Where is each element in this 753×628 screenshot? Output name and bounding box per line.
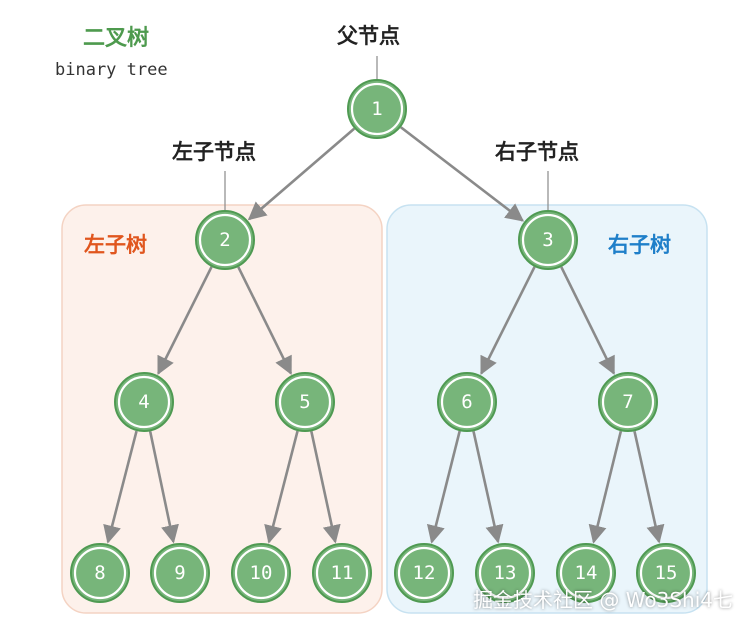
node-label: 1 [371,98,382,120]
node-label: 15 [655,562,678,584]
tree-node-15: 15 [636,543,696,603]
node-inner-ring [198,213,252,267]
right-subtree-region [386,204,708,614]
tree-node-4: 4 [114,372,174,432]
node-label: 4 [138,391,149,413]
node-circle [556,543,616,603]
tree-node-5: 5 [275,372,335,432]
edge-2-4 [157,266,213,376]
edge-1-3 [400,126,525,222]
node-circle [70,543,130,603]
node-label: 8 [94,562,105,584]
node-label: 10 [250,562,273,584]
node-inner-ring [559,546,613,600]
node-inner-ring [601,375,655,429]
node-inner-ring [639,546,693,600]
node-label: 5 [299,391,310,413]
tree-node-3: 3 [518,210,578,270]
edge-3-7 [560,266,615,375]
edge-1-2 [247,127,356,221]
node-label: 7 [622,391,633,413]
node-circle [394,543,454,603]
parent-node-label: 父节点 [337,24,400,48]
node-circle [636,543,696,603]
edge-4-9 [148,431,179,544]
tree-node-12: 12 [394,543,454,603]
edge-3-6 [480,266,536,376]
edge-7-14 [588,430,623,544]
watermark: 掘金技术社区 @ Wo3Shi4七 [473,588,733,612]
node-inner-ring [315,546,369,600]
node-label: 14 [575,562,598,584]
node-label: 12 [413,562,436,584]
edge-5-11 [310,431,341,544]
node-circle [114,372,174,432]
edge-7-15 [633,431,665,544]
edge-4-8 [103,430,138,544]
title-english: binary tree [55,60,168,80]
node-inner-ring [234,546,288,600]
left-subtree-region [61,204,383,614]
node-inner-ring [73,546,127,600]
left-subtree-label: 左子树 [84,233,147,257]
node-inner-ring [153,546,207,600]
edge-6-13 [472,431,504,544]
node-circle [347,79,407,139]
tree-node-8: 8 [70,543,130,603]
node-circle [598,372,658,432]
node-inner-ring [350,82,404,136]
tree-node-10: 10 [231,543,291,603]
node-circle [437,372,497,432]
tree-node-14: 14 [556,543,616,603]
node-circle [475,543,535,603]
tree-node-7: 7 [598,372,658,432]
node-label: 9 [174,562,185,584]
tree-node-11: 11 [312,543,372,603]
tree-node-13: 13 [475,543,535,603]
edge-6-12 [426,430,461,544]
node-label: 13 [494,562,517,584]
node-circle [231,543,291,603]
node-inner-ring [397,546,451,600]
tree-node-2: 2 [195,210,255,270]
node-circle [518,210,578,270]
right-child-label: 右子节点 [495,140,579,164]
node-circle [150,543,210,603]
edge-5-10 [264,430,299,544]
node-inner-ring [440,375,494,429]
tree-node-9: 9 [150,543,210,603]
left-child-label: 左子节点 [172,140,256,164]
edge-2-5 [237,266,292,375]
tree-node-1: 1 [347,79,407,139]
node-label: 2 [219,229,230,251]
tree-node-6: 6 [437,372,497,432]
node-inner-ring [117,375,171,429]
node-inner-ring [478,546,532,600]
node-circle [275,372,335,432]
right-subtree-label: 右子树 [608,233,671,257]
node-circle [312,543,372,603]
node-label: 11 [331,562,354,584]
title-chinese: 二叉树 [83,26,150,51]
node-inner-ring [278,375,332,429]
node-label: 6 [461,391,472,413]
node-label: 3 [542,229,553,251]
node-inner-ring [521,213,575,267]
node-circle [195,210,255,270]
